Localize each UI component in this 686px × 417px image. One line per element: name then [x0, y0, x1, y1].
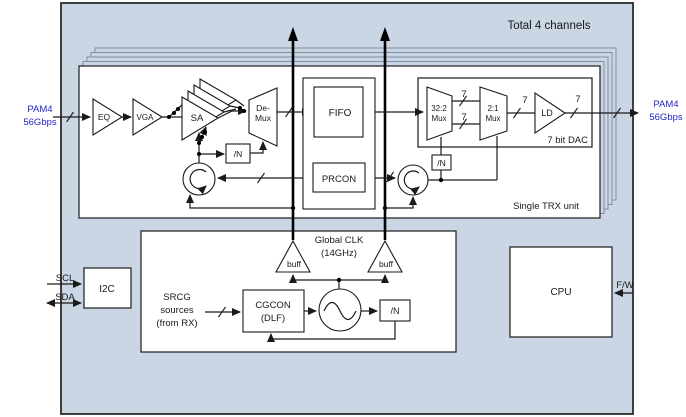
div-n-rx-label: /N [234, 149, 243, 159]
ld-label: LD [541, 108, 553, 118]
div-n-clockgen-label: /N [391, 306, 400, 316]
fw-label: F/W [616, 280, 633, 291]
bus-width-7c: 7 [522, 95, 527, 106]
buff-left [275, 239, 311, 273]
div-n-clockgen [379, 299, 411, 322]
ld-driver [534, 91, 566, 135]
prcon-label: PRCON [322, 174, 356, 185]
bus-width-7d: 7 [575, 94, 580, 105]
output-label-2: 56Gbps [649, 112, 683, 123]
junction-dots [167, 106, 444, 283]
div-n-rx [225, 143, 251, 164]
clock-generation: buff buff Global CLK (14GHz) CGCON (DLF)… [156, 235, 411, 333]
sda-label: SDA [55, 292, 75, 303]
dac-label: 7 bit DAC [547, 135, 588, 146]
buff-left-label: buff [287, 259, 302, 269]
trx-unit-label: Single TRX unit [513, 201, 579, 212]
i2c-label: I2C [99, 284, 115, 295]
fifo-block [313, 86, 364, 138]
div-n-dac-label: /N [437, 158, 446, 168]
phase-rotator-left [182, 162, 216, 196]
cpu-label: CPU [550, 287, 571, 298]
fifo-prcon: FIFO PRCON [302, 77, 376, 210]
global-clk-label-1: Global CLK [315, 235, 364, 246]
global-clk-label-2: (14GHz) [321, 248, 357, 259]
fifo-label: FIFO [329, 108, 352, 119]
output-label-1: PAM4 [653, 99, 678, 110]
demux-label-1: De- [256, 103, 270, 113]
vga-amp [132, 98, 164, 136]
buff-right-label: buff [379, 259, 394, 269]
prcon-block [312, 162, 366, 193]
input-label-2: 56Gbps [23, 117, 57, 128]
sa-label: SA [191, 113, 204, 124]
sa-block: SA [181, 78, 238, 141]
input-label-1: PAM4 [27, 104, 52, 115]
cpu-block [509, 246, 613, 338]
buff-right [367, 239, 403, 273]
cgcon-block [242, 289, 305, 333]
mux-2-1-label-1: 2:1 [487, 104, 499, 113]
srcg-label-3: (from RX) [156, 318, 197, 329]
sine-wave-icon [323, 301, 357, 321]
mux-2-1 [479, 86, 508, 141]
dac-internals: 32:2 Mux 2:1 Mux LD /N 7 7 7 7 [426, 86, 581, 171]
cgcon-label-2: (DLF) [261, 313, 285, 324]
demux-label-2: Mux [255, 113, 272, 123]
mux-2-1-label-2: Mux [485, 114, 500, 123]
bus-width-7a: 7 [461, 89, 466, 100]
div-n-dac [431, 154, 452, 171]
mux-32-2-label-2: Mux [431, 114, 446, 123]
bus-width-7b: 7 [461, 112, 466, 123]
phase-rotator-right [397, 164, 429, 196]
eq-label: EQ [98, 112, 111, 122]
mux-32-2-label-1: 32:2 [431, 104, 447, 113]
srcg-label-1: SRCG [163, 292, 190, 303]
demux-block [248, 87, 278, 147]
scl-label: SCL [56, 273, 74, 284]
srcg-label-2: sources [160, 305, 194, 316]
title-label: Total 4 channels [507, 20, 590, 32]
i2c-block [83, 267, 132, 309]
rx-chain: EQ VGA SA De- Mux /N [92, 78, 278, 164]
eq-amp [92, 98, 124, 136]
bus-slashes [66, 95, 621, 318]
vga-label: VGA [137, 113, 155, 122]
mux-32-2 [426, 86, 453, 141]
cgcon-label-1: CGCON [255, 300, 291, 311]
port-labels: PAM4 56Gbps PAM4 56Gbps SCL SDA F/W [23, 99, 683, 303]
